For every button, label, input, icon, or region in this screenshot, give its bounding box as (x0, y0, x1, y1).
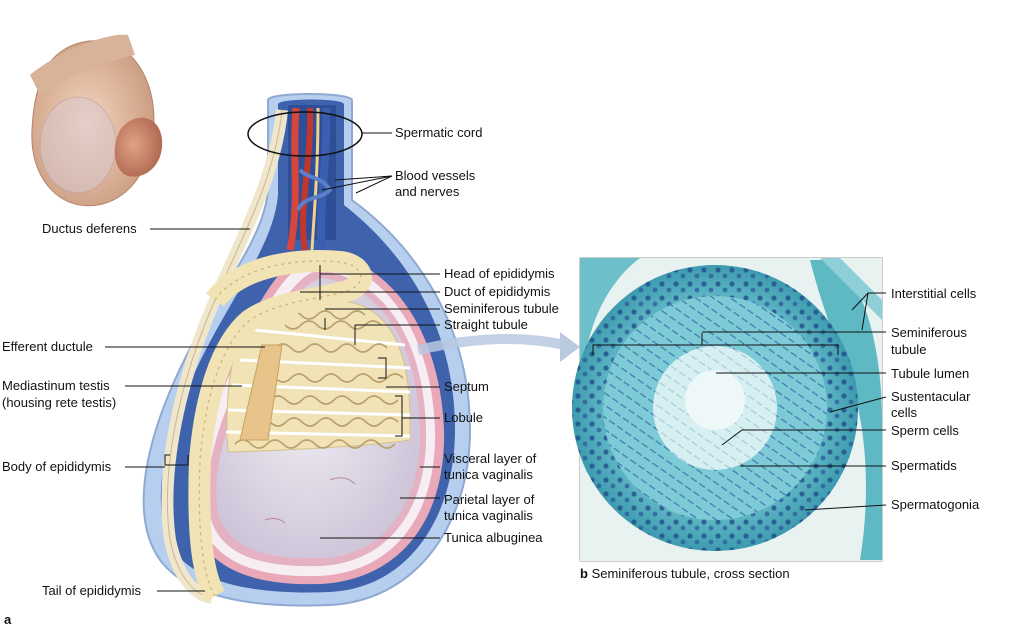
testis-section (142, 93, 472, 607)
label-interstitial-cells: Interstitial cells (891, 286, 977, 301)
label-lobule: Lobule (444, 410, 484, 425)
label-blood-vessels: Blood vessels (395, 168, 476, 183)
leader-lines (105, 132, 887, 592)
label-sustentacular: Sustentacular (891, 389, 971, 404)
caption-b-letter: b (580, 566, 588, 581)
label-body-epididymis: Body of epididymis (2, 459, 112, 474)
label-parietal-layer: Parietal layer of (444, 492, 535, 507)
label-visceral-tunica: tunica vaginalis (444, 467, 533, 482)
label-duct-epididymis: Duct of epididymis (444, 284, 551, 299)
label-tubule-b: tubule (891, 342, 927, 357)
label-tunica-albuginea: Tunica albuginea (444, 530, 543, 545)
label-and-nerves: and nerves (395, 184, 460, 199)
label-straight-tubule: Straight tubule (444, 317, 528, 332)
label-sperm-cells: Sperm cells (891, 423, 959, 438)
label-ductus-deferens: Ductus deferens (42, 221, 137, 236)
label-spermatic-cord: Spermatic cord (395, 125, 483, 140)
label-rete-testis: (housing rete testis) (2, 395, 117, 410)
label-sustentacular-cells: cells (891, 405, 918, 420)
caption-b: b Seminiferous tubule, cross section (580, 566, 790, 582)
label-efferent-ductule: Efferent ductule (2, 339, 93, 354)
label-parietal-tunica: tunica vaginalis (444, 508, 533, 523)
label-visceral-layer: Visceral layer of (444, 451, 537, 466)
label-septum: Septum (444, 379, 489, 394)
label-seminiferous-tubule: Seminiferous tubule (444, 301, 559, 316)
label-mediastinum-testis: Mediastinum testis (2, 378, 110, 393)
label-seminiferous-b: Seminiferous (891, 325, 967, 340)
caption-b-text: Seminiferous tubule, cross section (591, 566, 790, 581)
label-head-epididymis: Head of epididymis (444, 266, 555, 281)
label-spermatogonia: Spermatogonia (891, 497, 980, 512)
label-tubule-lumen: Tubule lumen (891, 366, 970, 381)
label-spermatids: Spermatids (891, 458, 957, 473)
caption-a-letter: a (4, 612, 12, 627)
body-thumbnail (30, 34, 163, 207)
label-tail-epididymis: Tail of epididymis (42, 583, 141, 598)
histology-panel (572, 257, 883, 562)
